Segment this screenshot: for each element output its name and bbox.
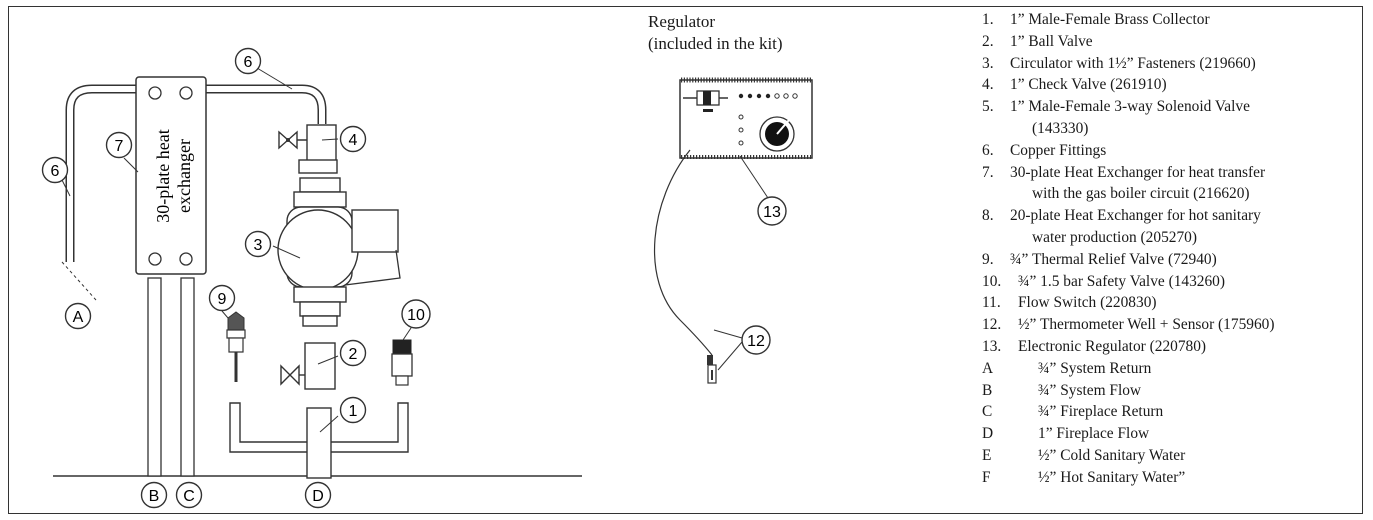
- legend-connection-letter: B: [982, 381, 993, 399]
- legend-item: 13. Electronic Regulator (220780): [982, 336, 1362, 358]
- legend-item: 6. Copper Fittings: [982, 140, 1362, 162]
- legend-item: 8. 20-plate Heat Exchanger for hot sanita…: [982, 205, 1362, 227]
- circulator: [277, 177, 401, 327]
- legend-item-text: 1” Check Valve (261910): [1010, 76, 1167, 94]
- legend-item-number: 2.: [982, 32, 994, 50]
- legend-item-number: 1.: [982, 11, 994, 28]
- legend-item-number: 5.: [982, 98, 994, 116]
- legend-connection-letter: D: [982, 425, 994, 443]
- legend-connection-text: ½” Hot Sanitary Water”: [1038, 468, 1186, 486]
- legend-item: 1. 1” Male-Female Brass Collector: [982, 9, 1362, 31]
- legend-item-number: 6.: [982, 141, 994, 159]
- sensor-cable: [654, 149, 713, 356]
- regulator-title: Regulator: [648, 12, 716, 31]
- legend-item: 3. Circulator with 1½” Fasteners (219660): [982, 53, 1362, 75]
- legend-connection-text: ¾” System Return: [1038, 359, 1152, 377]
- legend-item-number: 3.: [982, 54, 994, 72]
- callout-13: 13: [763, 204, 781, 221]
- callout-4: 4: [349, 132, 358, 149]
- regulator-subtitle: (included in the kit): [648, 34, 783, 53]
- legend-item-text: ¾” Thermal Relief Valve (72940): [1010, 250, 1217, 268]
- copper-fitting-right: [206, 84, 327, 124]
- callout-7: 7: [115, 138, 124, 155]
- legend-item: 9. ¾” Thermal Relief Valve (72940): [982, 249, 1362, 271]
- copper-fitting-left: [65, 84, 136, 262]
- legend-connection-text: 1” Fireplace Flow: [1038, 425, 1150, 443]
- legend-connection: F ½” Hot Sanitary Water”: [982, 467, 1362, 489]
- heat-exchanger-label-2: exchanger: [174, 139, 194, 213]
- legend-item-number: 10.: [982, 272, 1002, 290]
- thermometer-sensor: [707, 355, 717, 384]
- pipe-d: [306, 407, 332, 479]
- letter-a: A: [73, 309, 84, 326]
- thermal-relief-valve: [226, 311, 246, 382]
- legend-item-text: 1” Male-Female 3-way Solenoid Valve: [1010, 98, 1250, 116]
- legend-item-number: 11.: [982, 294, 1001, 312]
- legend-item: 2. 1” Ball Valve: [982, 31, 1362, 53]
- legend-connection-text: ¾” Fireplace Return: [1038, 403, 1164, 421]
- letter-d: D: [312, 488, 324, 505]
- legend-item-text: Copper Fittings: [1010, 141, 1107, 159]
- legend-item-text: Electronic Regulator (220780): [1018, 337, 1207, 355]
- legend-item-number: 8.: [982, 207, 994, 225]
- parts-legend: 1. 1” Male-Female Brass Collector 2. 1” Bal…: [982, 9, 1362, 489]
- callout-10: 10: [407, 307, 425, 324]
- letter-c: C: [183, 488, 195, 505]
- legend-item-text: Flow Switch (220830): [1018, 294, 1157, 312]
- callout-2: 2: [349, 346, 358, 363]
- legend-connection-text: ½” Cold Sanitary Water: [1038, 446, 1186, 464]
- callout-3: 3: [254, 237, 263, 254]
- legend-connection: E ½” Cold Sanitary Water: [982, 445, 1362, 467]
- legend-item-text: 30-plate Heat Exchanger for heat transfe…: [1010, 163, 1266, 181]
- legend-connection-letter: C: [982, 403, 993, 421]
- callout-12: 12: [747, 333, 765, 350]
- legend-connection-text: ¾” System Flow: [1038, 381, 1142, 399]
- legend-item-number: 13.: [982, 337, 1002, 355]
- legend-item-continuation: with the gas boiler circuit (216620): [1032, 185, 1250, 203]
- legend-connection-letter: F: [982, 468, 991, 486]
- legend-item: 5. 1” Male-Female 3-way Solenoid Valve: [982, 96, 1362, 118]
- legend-item: 11. Flow Switch (220830): [982, 292, 1362, 314]
- legend-connection: A ¾” System Return: [982, 358, 1362, 380]
- regulator-caption: Regulator (included in the kit): [648, 11, 783, 55]
- heat-exchanger-label-1: 30-plate heat: [153, 129, 173, 222]
- heat-exchanger: [135, 76, 207, 275]
- callout-1: 1: [349, 403, 358, 420]
- legend-item-number: 12.: [982, 316, 1002, 334]
- legend-connection-letter: A: [982, 359, 994, 377]
- legend-item-number: 9.: [982, 250, 994, 268]
- safety-valve: [391, 339, 413, 386]
- legend-item-text: 1” Ball Valve: [1010, 32, 1093, 50]
- legend-item-continuation: water production (205270): [1032, 228, 1197, 246]
- callout-6-right: 6: [244, 54, 253, 71]
- legend-connection-letter: E: [982, 446, 992, 464]
- callout-9: 9: [218, 291, 227, 308]
- pipe-b: [147, 277, 162, 477]
- letter-b: B: [149, 488, 160, 505]
- legend-connection: C ¾” Fireplace Return: [982, 401, 1362, 423]
- callout-6-left: 6: [51, 163, 60, 180]
- legend-item: 7. 30-plate Heat Exchanger for heat trans…: [982, 162, 1362, 184]
- legend-item-continuation: (143330): [1032, 119, 1089, 137]
- legend-connection: B ¾” System Flow: [982, 380, 1362, 402]
- legend-item-number: 7.: [982, 163, 994, 181]
- legend-item: 10. ¾” 1.5 bar Safety Valve (143260): [982, 271, 1362, 293]
- legend-item-text: 1” Male-Female Brass Collector: [1010, 11, 1210, 28]
- legend-item: 12. ½” Thermometer Well + Sensor (175960): [982, 314, 1362, 336]
- legend-item-number: 4.: [982, 76, 994, 94]
- electronic-regulator: [679, 77, 813, 159]
- legend-item-text: ½” Thermometer Well + Sensor (175960): [1018, 316, 1275, 334]
- pipe-c: [180, 277, 195, 477]
- legend-connection: D 1” Fireplace Flow: [982, 423, 1362, 445]
- legend-item-text: Circulator with 1½” Fasteners (219660): [1010, 54, 1256, 72]
- figure-frame: [8, 6, 1363, 514]
- legend-item-text: 20-plate Heat Exchanger for hot sanitary: [1010, 207, 1261, 225]
- ball-valve: [280, 342, 336, 390]
- legend-item-text: ¾” 1.5 bar Safety Valve (143260): [1018, 272, 1226, 290]
- check-valve: [278, 124, 338, 174]
- legend-item: 4. 1” Check Valve (261910): [982, 74, 1362, 96]
